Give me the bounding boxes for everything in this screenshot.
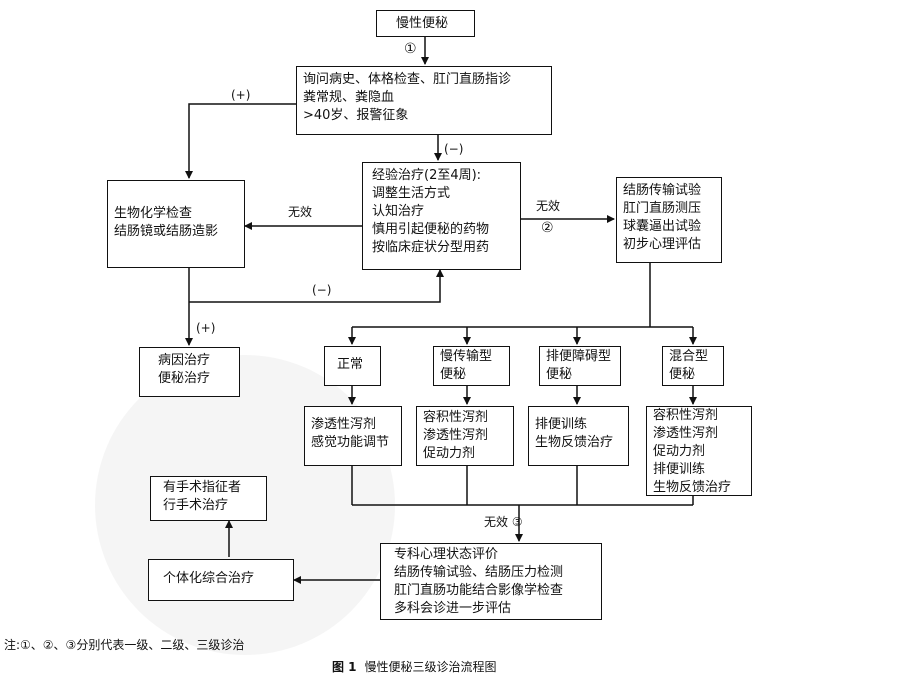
box-line: 渗透性泻剂 — [423, 428, 489, 443]
label-negative-mid: (−) — [444, 142, 464, 156]
label-invalid-level-3: 无效 ③ — [484, 515, 523, 529]
box-line: 生物反馈治疗 — [653, 480, 732, 495]
box-line: 生物化学检查 — [114, 206, 193, 221]
box-line: 渗透性泻剂 — [311, 417, 377, 432]
box-line: 专科心理状态评价 — [394, 547, 499, 562]
box-line: 促动力剂 — [653, 444, 706, 459]
box-individualized-treatment: 个体化综合治疗 — [148, 559, 294, 601]
box-line: 渗透性泻剂 — [653, 426, 719, 441]
figure-title: 慢性便秘三级诊治流程图 — [364, 660, 497, 674]
box-line: 便秘 — [546, 367, 573, 382]
label-level-1: ① — [404, 41, 417, 57]
box-line: 肛门直肠测压 — [623, 201, 702, 216]
box-line: 生物反馈治疗 — [535, 435, 614, 450]
box-line: 病因治疗 — [158, 353, 211, 368]
box-line: 有手术指征者 — [163, 480, 242, 495]
box-line: 多科会诊进一步评估 — [394, 601, 512, 616]
box-line: 容积性泻剂 — [423, 410, 489, 425]
box-line: 肛门直肠功能结合影像学检查 — [394, 583, 564, 598]
label-negative-low: (−) — [312, 283, 332, 297]
box-line: 经验治疗(2至4周): — [372, 168, 482, 183]
box-outlet-treatment: 排便训练 生物反馈治疗 — [528, 406, 629, 466]
box-line: 排便训练 — [535, 417, 588, 432]
box-line: 混合型 — [669, 349, 709, 364]
box-specialist-evaluation: 专科心理状态评价 结肠传输试验、结肠压力检测 肛门直肠功能结合影像学检查 多科会… — [380, 543, 602, 620]
box-empirical-treatment: 经验治疗(2至4周): 调整生活方式 认知治疗 慎用引起便秘的药物 按临床症状分… — [362, 162, 521, 270]
figure-number: 图 1 — [332, 660, 357, 674]
box-line: 个体化综合治疗 — [163, 571, 255, 586]
box-line: 行手术治疗 — [163, 498, 229, 513]
footnote: 注:①、②、③分别代表一级、二级、三级诊治 — [4, 638, 245, 652]
box-type-mixed: 混合型 便秘 — [662, 346, 724, 386]
box-history-exam: 询问病史、体格检查、肛门直肠指诊 粪常规、粪隐血 >40岁、报警征象 — [296, 66, 552, 135]
box-line: 便秘治疗 — [158, 371, 211, 386]
box-type-normal: 正常 — [324, 346, 381, 386]
box-line: 球囊逼出试验 — [623, 219, 702, 234]
box-line: 促动力剂 — [423, 446, 476, 461]
box-line: 慢传输型 — [440, 349, 493, 364]
box-line: 便秘 — [440, 367, 467, 382]
box-line: 调整生活方式 — [372, 186, 451, 201]
box-line: 按临床症状分型用药 — [372, 240, 490, 255]
box-physiology-tests: 结肠传输试验 肛门直肠测压 球囊逼出试验 初步心理评估 — [616, 177, 722, 263]
box-biochem-colonoscopy: 生物化学检查 结肠镜或结肠造影 — [107, 180, 245, 268]
box-line: 慎用引起便秘的药物 — [372, 222, 490, 237]
box-line: 结肠传输试验、结肠压力检测 — [394, 565, 564, 580]
box-type-slow-transit: 慢传输型 便秘 — [433, 346, 510, 386]
box-line: 容积性泻剂 — [653, 408, 719, 423]
label-invalid-right: 无效 — [536, 199, 561, 213]
figure-caption: 图 1 慢性便秘三级诊治流程图 — [332, 658, 497, 675]
box-chronic-constipation: 慢性便秘 — [376, 10, 475, 37]
box-etiology-treatment: 病因治疗 便秘治疗 — [139, 347, 240, 397]
box-line: 排便障碍型 — [546, 349, 612, 364]
box-surgery: 有手术指征者 行手术治疗 — [150, 476, 267, 521]
box-line: >40岁、报警征象 — [303, 108, 409, 123]
box-type-outlet-obstruction: 排便障碍型 便秘 — [539, 346, 621, 386]
box-line: 粪常规、粪隐血 — [303, 90, 395, 105]
box-line: 结肠传输试验 — [623, 183, 702, 198]
box-slow-transit-treatment: 容积性泻剂 渗透性泻剂 促动力剂 — [416, 406, 514, 466]
box-line: 排便训练 — [653, 462, 706, 477]
label-invalid-left: 无效 — [288, 205, 313, 219]
box-line: 结肠镜或结肠造影 — [114, 224, 219, 239]
box-line: 感觉功能调节 — [311, 435, 390, 450]
box-line: 便秘 — [669, 367, 696, 382]
label-level-2: ② — [541, 220, 554, 236]
label-positive-low: (+) — [196, 321, 216, 335]
box-line: 慢性便秘 — [396, 16, 449, 31]
box-line: 正常 — [337, 357, 364, 372]
box-line: 询问病史、体格检查、肛门直肠指诊 — [303, 72, 512, 87]
box-line: 初步心理评估 — [623, 237, 702, 252]
label-positive-top: (+) — [231, 88, 251, 102]
box-mixed-treatment: 容积性泻剂 渗透性泻剂 促动力剂 排便训练 生物反馈治疗 — [646, 406, 752, 496]
box-normal-treatment: 渗透性泻剂 感觉功能调节 — [304, 406, 402, 466]
box-line: 认知治疗 — [372, 204, 425, 219]
